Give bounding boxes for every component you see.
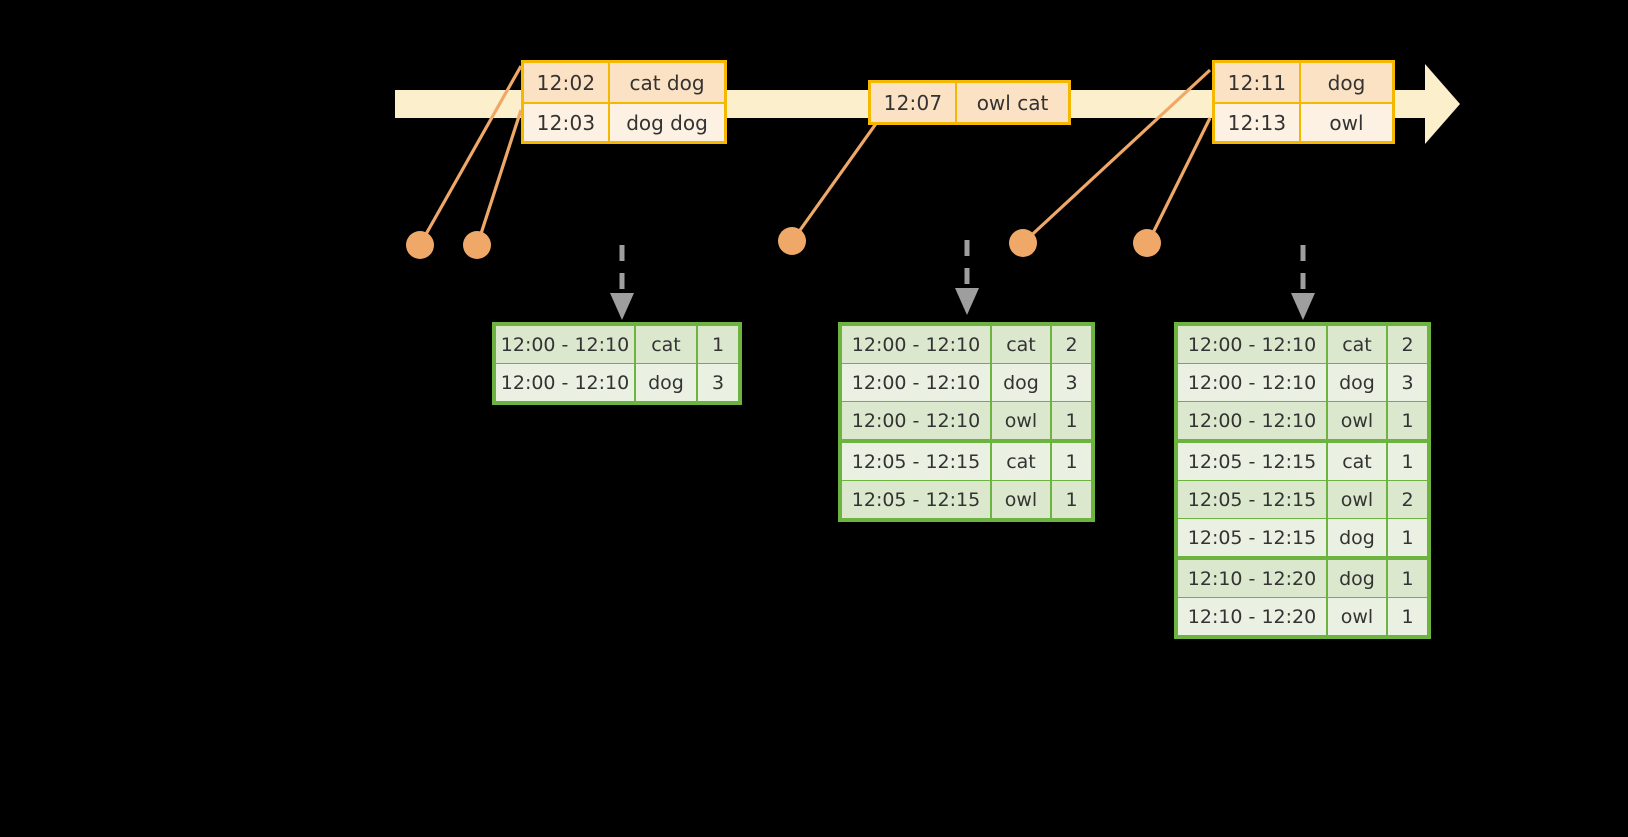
window-cell: 12:00 - 12:10: [1178, 326, 1326, 363]
event-words: dog: [1327, 70, 1366, 95]
table-row: 12:10 - 12:20 owl 1: [1178, 598, 1427, 635]
event-time: 12:11: [1215, 63, 1301, 102]
window-cell: 12:10 - 12:20: [1178, 598, 1326, 635]
word-cell: owl: [1328, 481, 1386, 518]
timeline-event-group-3[interactable]: 12:11 dog 12:13 owl: [1212, 60, 1395, 144]
timeline-event-row: 12:13 owl: [1215, 102, 1392, 141]
word-cell: owl: [992, 481, 1050, 518]
word-cell: cat: [992, 326, 1050, 363]
count-cell: 2: [1052, 326, 1091, 363]
event-words: owl: [1329, 110, 1364, 135]
word-cell: dog: [1328, 364, 1386, 401]
table-row: 12:05 - 12:15 cat 1: [842, 443, 1091, 480]
word-cell: dog: [636, 364, 696, 401]
word-cell: owl: [1328, 402, 1386, 439]
count-cell: 1: [1388, 519, 1427, 556]
window-cell: 12:05 - 12:15: [842, 443, 990, 480]
trigger-dot-3: [778, 227, 806, 255]
table-row: 12:00 - 12:10 dog 3: [842, 364, 1091, 401]
timeline-event-row: 12:02 cat dog: [524, 63, 724, 102]
count-cell: 3: [1052, 364, 1091, 401]
table-row: 12:00 - 12:10 owl 1: [842, 402, 1091, 439]
emit-arrow-2: [955, 240, 979, 315]
window-cell: 12:00 - 12:10: [842, 326, 990, 363]
count-cell: 2: [1388, 481, 1427, 518]
table-row: 12:00 - 12:10 cat 1: [496, 326, 738, 363]
window-cell: 12:00 - 12:10: [496, 326, 634, 363]
emit-arrows: [610, 240, 1315, 320]
window-cell: 12:00 - 12:10: [496, 364, 634, 401]
table-row: 12:00 - 12:10 dog 3: [1178, 364, 1427, 401]
event-time: 12:02: [524, 63, 610, 102]
window-cell: 12:05 - 12:15: [842, 481, 990, 518]
timeline-event-group-1[interactable]: 12:02 cat dog 12:03 dog dog: [521, 60, 727, 144]
timeline-event-row: 12:11 dog: [1215, 63, 1392, 102]
timeline-event-group-2[interactable]: 12:07 owl cat: [868, 80, 1071, 125]
window-cell: 12:10 - 12:20: [1178, 560, 1326, 597]
table-row: 12:00 - 12:10 cat 2: [1178, 326, 1427, 363]
count-cell: 3: [1388, 364, 1427, 401]
word-cell: dog: [1328, 560, 1386, 597]
event-time: 12:03: [524, 104, 610, 141]
emit-arrow-1: [610, 245, 634, 320]
aggregate-table-2[interactable]: 12:00 - 12:10 cat 2 12:00 - 12:10 dog 3 …: [838, 322, 1095, 522]
window-cell: 12:00 - 12:10: [1178, 402, 1326, 439]
count-cell: 2: [1388, 326, 1427, 363]
connector-lines: [419, 65, 1212, 245]
window-cell: 12:00 - 12:10: [842, 402, 990, 439]
table-row: 12:05 - 12:15 dog 1: [1178, 519, 1427, 556]
trigger-dots: [406, 227, 1161, 259]
window-cell: 12:05 - 12:15: [1178, 481, 1326, 518]
table-row: 12:00 - 12:10 owl 1: [1178, 402, 1427, 439]
table-row: 12:00 - 12:10 dog 3: [496, 364, 738, 401]
event-words: owl cat: [976, 90, 1049, 115]
count-cell: 1: [1052, 402, 1091, 439]
count-cell: 1: [698, 326, 738, 363]
emit-arrow-3: [1291, 245, 1315, 320]
window-cell: 12:00 - 12:10: [1178, 364, 1326, 401]
aggregate-table-1[interactable]: 12:00 - 12:10 cat 1 12:00 - 12:10 dog 3: [492, 322, 742, 405]
trigger-dot-4: [1009, 229, 1037, 257]
table-row: 12:05 - 12:15 cat 1: [1178, 443, 1427, 480]
count-cell: 1: [1052, 481, 1091, 518]
count-cell: 1: [1052, 443, 1091, 480]
table-row: 12:05 - 12:15 owl 1: [842, 481, 1091, 518]
trigger-dot-2: [463, 231, 491, 259]
word-cell: dog: [992, 364, 1050, 401]
word-cell: owl: [1328, 598, 1386, 635]
window-cell: 12:05 - 12:15: [1178, 519, 1326, 556]
table-row: 12:10 - 12:20 dog 1: [1178, 560, 1427, 597]
table-row: 12:00 - 12:10 cat 2: [842, 326, 1091, 363]
word-cell: cat: [1328, 326, 1386, 363]
word-cell: cat: [636, 326, 696, 363]
window-cell: 12:05 - 12:15: [1178, 443, 1326, 480]
event-time: 12:07: [871, 83, 957, 122]
trigger-dot-5: [1133, 229, 1161, 257]
window-cell: 12:00 - 12:10: [842, 364, 990, 401]
count-cell: 1: [1388, 560, 1427, 597]
count-cell: 1: [1388, 402, 1427, 439]
timeline-event-row: 12:03 dog dog: [524, 102, 724, 141]
count-cell: 1: [1388, 443, 1427, 480]
event-words: dog dog: [626, 110, 708, 135]
event-words: cat dog: [629, 70, 705, 95]
timeline-event-row: 12:07 owl cat: [871, 83, 1068, 122]
table-row: 12:05 - 12:15 owl 2: [1178, 481, 1427, 518]
word-cell: cat: [992, 443, 1050, 480]
word-cell: dog: [1328, 519, 1386, 556]
word-cell: cat: [1328, 443, 1386, 480]
event-time: 12:13: [1215, 104, 1301, 141]
aggregate-table-3[interactable]: 12:00 - 12:10 cat 2 12:00 - 12:10 dog 3 …: [1174, 322, 1431, 639]
trigger-dot-1: [406, 231, 434, 259]
count-cell: 3: [698, 364, 738, 401]
count-cell: 1: [1388, 598, 1427, 635]
word-cell: owl: [992, 402, 1050, 439]
